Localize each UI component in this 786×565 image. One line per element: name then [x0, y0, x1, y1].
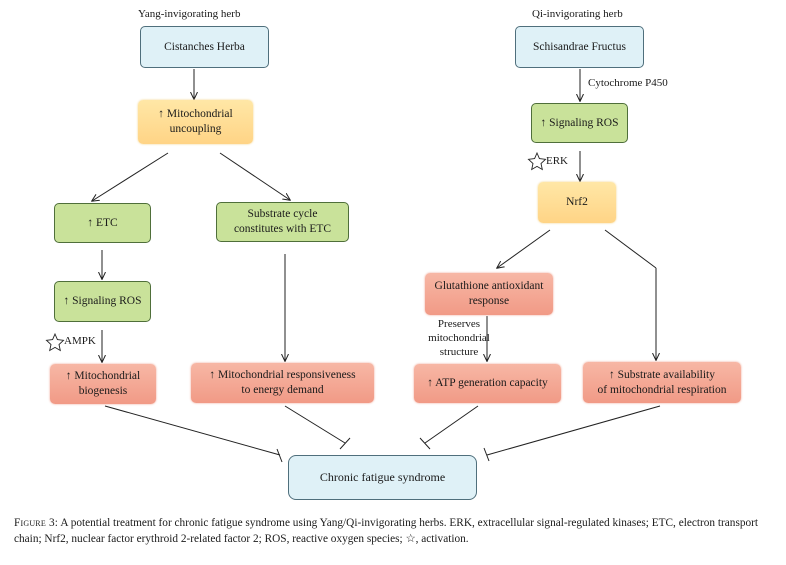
figure-caption: Figure 3: A potential treatment for chro… [14, 515, 774, 547]
star-icon-erk [527, 151, 547, 171]
figure-label: Figure 3: [14, 517, 59, 529]
node-atp-generation: ↑ ATP generation capacity [414, 364, 561, 403]
inhibit-bar-2 [339, 437, 351, 450]
inhibit-bar-3 [419, 437, 431, 450]
node-mitochondrial-responsiveness: ↑ Mitochondrial responsiveness to energy… [191, 363, 374, 403]
node-substrate-cycle: Substrate cycle constitutes with ETC [216, 202, 349, 242]
cytochrome-label: Cytochrome P450 [588, 77, 668, 89]
node-signaling-ros-right: ↑ Signaling ROS [531, 103, 628, 143]
star-icon-ampk [45, 332, 65, 352]
node-cistanches-herba: Cistanches Herba [140, 26, 269, 68]
node-chronic-fatigue-syndrome: Chronic fatigue syndrome [288, 455, 477, 500]
preserves-label: Preserves mitochondrial structure [428, 318, 490, 358]
inhibit-responsiveness-cfs [284, 405, 346, 444]
caption-text: A potential treatment for chronic fatigu… [14, 517, 759, 546]
inhibit-bar-4 [483, 447, 490, 462]
arrow-uncoupling-substrate [219, 152, 290, 200]
node-etc: ↑ ETC [54, 203, 151, 243]
node-glutathione-response: Glutathione antioxidant response [425, 273, 553, 315]
node-substrate-availability: ↑ Substrate availability of mitochondria… [583, 362, 741, 403]
inhibit-bar-1 [276, 448, 283, 463]
ampk-label: AMPK [64, 335, 96, 347]
qi-title: Qi-invigorating herb [532, 8, 623, 20]
inhibit-biogenesis-cfs [104, 405, 281, 456]
node-mitochondrial-uncoupling: ↑ Mitochondrial uncoupling [138, 100, 253, 144]
inhibit-substrate-cfs [486, 405, 661, 456]
arrow-uncoupling-etc [92, 152, 169, 201]
node-signaling-ros-left: ↑ Signaling ROS [54, 281, 151, 322]
inhibit-atp-cfs [424, 405, 479, 444]
arrow-nrf2-glutathione [497, 229, 551, 268]
erk-label: ERK [546, 155, 568, 167]
node-mitochondrial-biogenesis: ↑ Mitochondrial biogenesis [50, 364, 156, 404]
yang-title: Yang-invigorating herb [138, 8, 241, 20]
line-nrf2-substrate [604, 229, 657, 269]
node-schisandrae-fructus: Schisandrae Fructus [515, 26, 644, 68]
node-nrf2: Nrf2 [538, 182, 616, 223]
